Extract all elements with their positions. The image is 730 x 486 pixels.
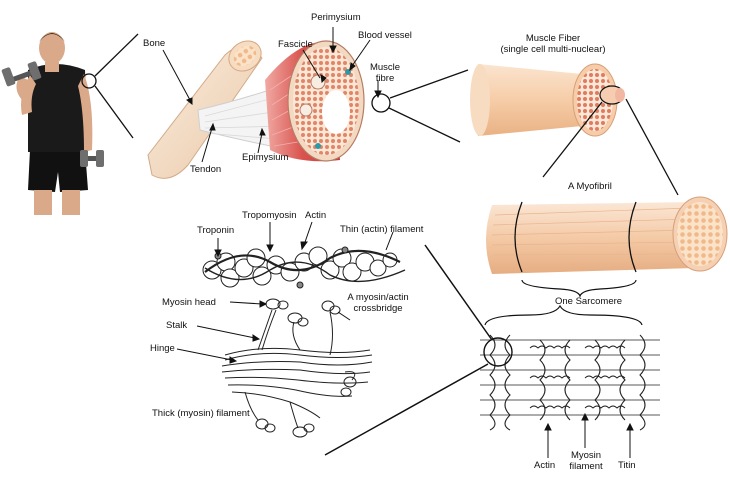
thick-filament-illustration	[221, 298, 373, 438]
sarcomere-label: One Sarcomere	[555, 296, 623, 307]
arm-zoom-lines	[81, 33, 139, 139]
thin-filament-pointers	[214, 221, 394, 258]
crossbridge-label: A myosin/actin crossbridge	[338, 292, 418, 314]
myosin-filament-label: Myosin filament	[566, 450, 606, 472]
fiber-zoom-lines	[542, 98, 679, 196]
muscle-bundle-illustration	[265, 40, 365, 162]
actin-zoom-lines	[324, 244, 493, 456]
myosin-filament-label-line2: filament	[569, 461, 603, 472]
perimysium-label: Perimysium	[311, 12, 361, 23]
anatomy-pointers	[162, 27, 382, 163]
thick-filament-pointers	[176, 300, 351, 364]
myosin-head-label: Myosin head	[162, 297, 216, 308]
sarcomere-pointer-lines	[544, 412, 634, 458]
sarcomere-brackets	[484, 279, 643, 326]
muscle-fibre-label-line1: Muscle	[369, 62, 401, 73]
muscle-fibre-label-line2: fibre	[375, 73, 395, 84]
stalk-label: Stalk	[166, 320, 188, 331]
fascicle-label: Fascicle	[278, 39, 313, 50]
tendon-label: Tendon	[190, 164, 222, 175]
actin-label-bottom: Actin	[534, 460, 556, 471]
muscle-fiber-title-line2: (single cell multi-nuclear)	[500, 44, 606, 55]
myofibril-illustration	[486, 196, 728, 274]
crossbridge-label-line2: crossbridge	[353, 303, 403, 314]
myosin-filament-label-line1: Myosin	[570, 450, 602, 461]
muscle-fiber-illustration	[470, 63, 625, 137]
hinge-label: Hinge	[150, 343, 175, 354]
fibre-zoom-lines	[371, 69, 469, 143]
titin-label: Titin	[618, 460, 636, 471]
myofibril-label: A Myofibril	[568, 181, 612, 192]
blood-vessel-label: Blood vessel	[358, 30, 412, 41]
muscle-fibre-label: Muscle fibre	[368, 62, 402, 84]
thin-filament-label: Thin (actin) filament	[340, 224, 424, 235]
epimysium-label: Epimysium	[242, 152, 289, 163]
thick-filament-label: Thick (myosin) filament	[152, 408, 250, 419]
actin-label-top: Actin	[305, 210, 327, 221]
crossbridge-label-line1: A myosin/actin	[347, 292, 409, 303]
tropomyosin-label: Tropomyosin	[242, 210, 297, 221]
bone-label: Bone	[143, 38, 166, 49]
muscle-fiber-title: Muscle Fiber (single cell multi-nuclear)	[488, 33, 618, 55]
thin-filament-illustration	[202, 246, 406, 289]
man-lifting-dumbbell-icon	[0, 0, 110, 215]
muscle-fiber-title-line1: Muscle Fiber	[525, 33, 581, 44]
troponin-label: Troponin	[197, 225, 235, 236]
sarcomere-filaments	[480, 334, 660, 431]
